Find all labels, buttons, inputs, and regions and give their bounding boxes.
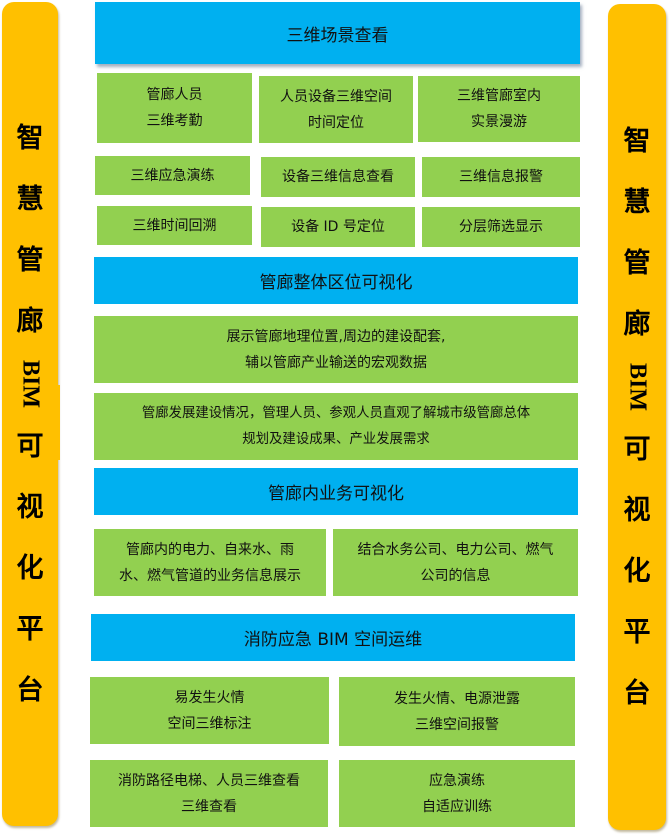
left-banner-char: 平 xyxy=(16,613,44,645)
section-title: 管廊整体区位可视化 xyxy=(259,273,413,293)
left-banner-bim-notch xyxy=(56,385,60,460)
item-emergency-drill: 三维应急演练 xyxy=(95,156,250,195)
right-banner-char: 慧 xyxy=(623,186,651,218)
right-banner-bim: BIM xyxy=(624,362,651,411)
item-line: 设备 ID 号定位 xyxy=(291,219,385,235)
item-line: 分层筛选显示 xyxy=(459,219,543,235)
item-info-alarm: 三维信息报警 xyxy=(422,157,580,197)
item-line: 三维应急演练 xyxy=(130,167,215,184)
item-company-info: 结合水务公司、电力公司、燃气 公司的信息 xyxy=(333,529,578,596)
left-banner-char: 化 xyxy=(16,552,44,584)
item-development-desc: 管廊发展建设情况，管理人员、参观人员直观了解城市级管廊总体 规划及建设成果、产业… xyxy=(94,393,578,460)
item-line: 辅以管廊产业输送的宏观数据 xyxy=(245,354,427,371)
left-banner-char: 廊 xyxy=(16,305,44,337)
item-line: 三维空间报警 xyxy=(415,716,499,733)
item-line: 管廊人员 xyxy=(146,87,203,103)
item-line: 应急演练 xyxy=(429,772,485,789)
right-banner-char: 可 xyxy=(623,433,651,465)
item-indoor-roaming: 三维管廊室内 实景漫游 xyxy=(418,76,580,142)
item-line: 易发生火情 xyxy=(174,689,245,706)
item-line: 公司的信息 xyxy=(420,567,491,584)
section-title: 消防应急 BIM 空间运维 xyxy=(243,630,423,650)
item-line: 自适应训练 xyxy=(422,798,492,815)
item-pipeline-business-info: 管廊内的电力、自来水、雨 水、燃气管道的业务信息展示 xyxy=(94,529,326,596)
item-line: 实景漫游 xyxy=(471,114,527,130)
item-line: 结合水务公司、电力公司、燃气 xyxy=(357,541,554,558)
item-line: 发生火情、电源泄露 xyxy=(394,690,520,707)
section-header-overall-location: 管廊整体区位可视化 xyxy=(94,257,578,304)
left-banner: 智 慧 管 廊 BIM 可 视 化 平 台 xyxy=(2,2,58,826)
item-fire-route-view: 消防路径电梯、人员三维查看 三维查看 xyxy=(90,760,328,827)
right-banner-char: 廊 xyxy=(623,308,651,340)
item-line: 时间定位 xyxy=(308,114,364,131)
left-banner-char: 管 xyxy=(16,244,44,276)
item-line: 消防路径电梯、人员三维查看 xyxy=(118,772,300,789)
item-line: 水、燃气管道的业务信息展示 xyxy=(119,567,301,584)
item-geo-location-desc: 展示管廊地理位置,周边的建设配套, 辅以管廊产业输送的宏观数据 xyxy=(94,316,578,383)
left-banner-char: 慧 xyxy=(16,183,44,215)
left-banner-char: 可 xyxy=(16,430,44,462)
right-banner-char: 智 xyxy=(623,125,651,157)
item-spacetime-positioning: 人员设备三维空间 时间定位 xyxy=(259,76,413,143)
item-line: 三维信息报警 xyxy=(459,169,543,185)
item-line: 三维查看 xyxy=(181,798,237,815)
section-header-3d-scene: 三维场景查看 xyxy=(95,2,580,64)
item-device-info: 设备三维信息查看 xyxy=(261,157,415,197)
item-line: 三维时间回溯 xyxy=(132,217,217,234)
item-adaptive-drill: 应急演练 自适应训练 xyxy=(339,760,575,827)
item-time-backtrack: 三维时间回溯 xyxy=(97,206,252,245)
item-line: 空间三维标注 xyxy=(167,715,252,732)
item-staff-attendance: 管廊人员 三维考勤 xyxy=(97,73,252,143)
item-line: 人员设备三维空间 xyxy=(280,88,392,105)
section-header-fire-emergency: 消防应急 BIM 空间运维 xyxy=(91,614,575,661)
right-banner-char: 台 xyxy=(623,677,651,709)
item-line: 规划及建设成果、产业发展需求 xyxy=(242,431,430,447)
item-line: 三维考勤 xyxy=(146,113,203,129)
item-line: 展示管廊地理位置,周边的建设配套, xyxy=(226,328,446,345)
item-line: 管廊内的电力、自来水、雨 xyxy=(126,541,294,558)
left-banner-bim: BIM xyxy=(17,359,44,408)
right-banner-char: 化 xyxy=(623,555,651,587)
item-line: 管廊发展建设情况，管理人员、参观人员直观了解城市级管廊总体 xyxy=(141,405,531,421)
right-banner: 智 慧 管 廊 BIM 可 视 化 平 台 xyxy=(608,4,666,830)
item-layer-filter: 分层筛选显示 xyxy=(422,207,580,247)
item-fire-leak-alarm: 发生火情、电源泄露 三维空间报警 xyxy=(339,677,575,746)
item-fire-prone-marking: 易发生火情 空间三维标注 xyxy=(90,677,329,744)
right-banner-char: 平 xyxy=(623,616,651,648)
section-title: 三维场景查看 xyxy=(286,25,389,46)
right-banner-char: 视 xyxy=(623,494,651,526)
section-title: 管廊内业务可视化 xyxy=(268,484,404,504)
item-device-id-locate: 设备 ID 号定位 xyxy=(261,207,415,247)
section-header-business: 管廊内业务可视化 xyxy=(94,468,578,515)
left-banner-char: 智 xyxy=(16,122,44,154)
left-banner-char: 视 xyxy=(16,491,44,523)
right-banner-char: 管 xyxy=(623,247,651,279)
item-line: 设备三维信息查看 xyxy=(282,169,394,185)
left-banner-char: 台 xyxy=(16,674,44,706)
item-line: 三维管廊室内 xyxy=(457,88,541,104)
